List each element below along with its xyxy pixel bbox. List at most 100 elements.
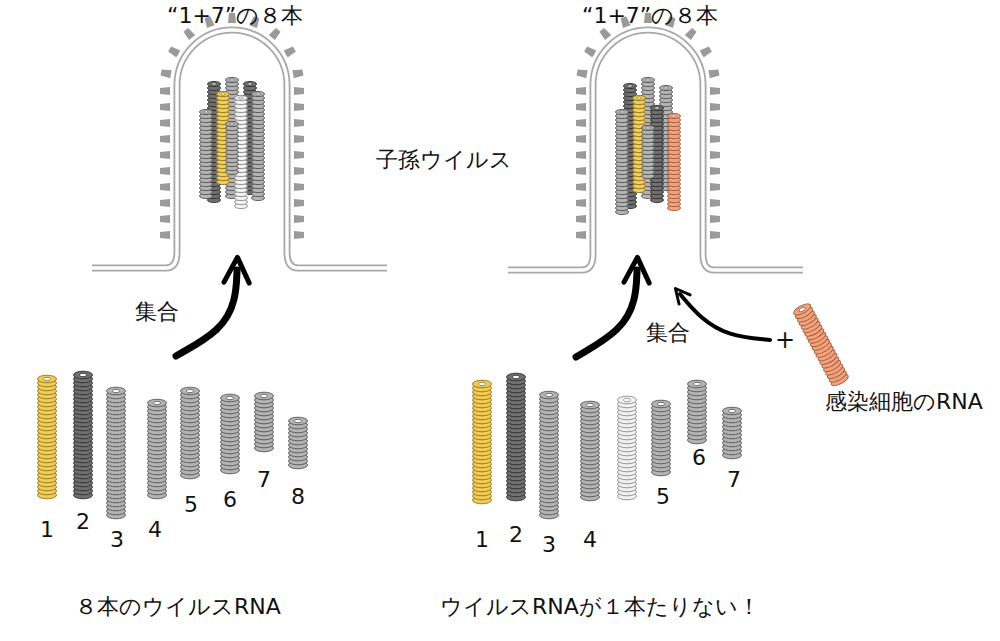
spike — [576, 87, 586, 95]
rna-disk — [651, 105, 664, 110]
rna-disk — [660, 85, 673, 90]
spike — [160, 183, 170, 191]
spike — [160, 199, 170, 207]
caption-text: ８本のウイルスRNA — [75, 595, 281, 619]
spike — [576, 167, 586, 175]
viral-rna — [688, 380, 707, 444]
spike — [294, 231, 304, 239]
step-label: 集合 — [646, 321, 690, 345]
spike — [294, 199, 304, 207]
spike — [576, 69, 587, 79]
rna-disk — [642, 77, 655, 82]
spike — [294, 183, 304, 191]
spike — [160, 231, 170, 239]
viral-rna — [38, 375, 57, 499]
rna-hole — [212, 83, 217, 85]
viral-rna — [473, 380, 492, 504]
rna-hole — [798, 306, 806, 312]
segment-number: 4 — [583, 528, 597, 552]
rna-disk — [38, 375, 57, 383]
spike — [284, 46, 297, 58]
spike — [294, 119, 304, 127]
spike — [710, 119, 720, 127]
spike — [599, 27, 612, 40]
membrane — [508, 30, 803, 270]
spike — [160, 167, 170, 175]
rna-disk — [107, 387, 126, 395]
viral-rna — [581, 401, 600, 501]
segment-number: 1 — [40, 518, 54, 542]
rna-disk — [633, 95, 646, 100]
step-label: 集合 — [135, 300, 179, 324]
spike — [168, 46, 181, 58]
spike — [685, 27, 698, 40]
title: “1+7”の８本 — [582, 4, 718, 28]
virus-bud — [92, 13, 387, 268]
rna-disk — [226, 77, 239, 82]
rna-hole — [294, 419, 301, 422]
viral-rna — [652, 400, 671, 476]
membrane-inner — [92, 30, 387, 268]
spike — [294, 103, 304, 111]
rna-disk — [618, 396, 637, 404]
spike — [710, 199, 720, 207]
spike — [269, 27, 282, 40]
membrane-inner — [508, 30, 803, 270]
rna-disk — [688, 380, 707, 388]
rna-hole — [545, 393, 552, 396]
viral-rna — [507, 373, 526, 501]
segment-number: 5 — [184, 493, 198, 517]
spike — [576, 135, 586, 143]
spike — [294, 167, 304, 175]
rna-disk — [616, 109, 629, 114]
spike — [160, 87, 170, 95]
packaged-rna — [252, 91, 265, 200]
viral-rna — [107, 387, 126, 519]
segment-number: 7 — [727, 468, 741, 492]
rna-hole — [248, 83, 253, 85]
segment-number: 4 — [148, 518, 162, 542]
spike — [576, 199, 586, 207]
spike — [576, 119, 586, 127]
rna-hole — [623, 398, 630, 401]
spike — [710, 87, 720, 95]
spike — [576, 103, 586, 111]
rna-hole — [153, 401, 160, 404]
rna-hole — [512, 375, 519, 378]
packaged-rna — [200, 109, 213, 198]
rna-hole — [478, 382, 485, 385]
rna-disk — [289, 417, 308, 425]
rna-hole — [112, 389, 119, 392]
rna-hole — [620, 111, 625, 113]
spike — [710, 135, 720, 143]
caption-text: ウイルスRNAが１本たりない！ — [440, 595, 760, 619]
spike — [700, 46, 713, 58]
segment-number: 6 — [223, 488, 237, 512]
rna-hole — [628, 85, 633, 87]
spike — [160, 119, 170, 127]
rna-hole — [204, 111, 209, 113]
viral-rna — [255, 392, 274, 452]
rna-hole — [256, 93, 261, 95]
packaged-rna — [226, 121, 239, 174]
spike — [160, 215, 170, 223]
segment-number: 7 — [257, 468, 271, 492]
rna-hole — [646, 127, 651, 129]
rna-hole — [226, 396, 233, 399]
virus-bud — [508, 13, 803, 270]
rna-hole — [672, 115, 677, 117]
spike — [294, 151, 304, 159]
rna-disk — [235, 95, 248, 100]
rna-hole — [586, 403, 593, 406]
segment-number: 1 — [475, 528, 489, 552]
viral-rna — [289, 417, 308, 469]
segment-number: 8 — [291, 485, 305, 509]
segment-number: 3 — [542, 533, 556, 557]
spike — [708, 69, 719, 79]
spike — [710, 167, 720, 175]
packaged-rna — [668, 113, 681, 210]
rna-disk — [181, 387, 200, 395]
rna-disk — [252, 91, 265, 96]
assembly-arrow — [176, 270, 237, 356]
